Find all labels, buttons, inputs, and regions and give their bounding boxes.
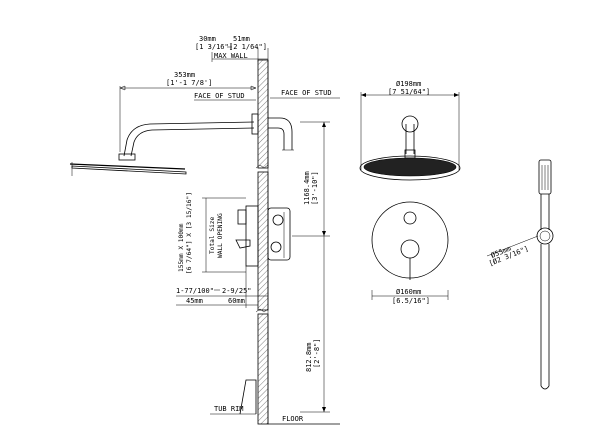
head-diameter-mm-label: Ø198mm (396, 80, 421, 88)
valve-body-side (235, 205, 291, 267)
arm-length-mm-label: 353mm (174, 71, 195, 79)
wall-opening-mm-label: 155mm X 100mm (178, 223, 185, 272)
max-wall-mm-label: 51mm (233, 35, 250, 43)
head-diameter-inch-label: [7 51/64"] (388, 88, 430, 96)
face-of-stud-right-label: FACE OF STUD (281, 89, 332, 97)
wall-opening-label: WALL OPENING (217, 213, 224, 258)
arm-length-inch-label: [1'-1 7/8'] (166, 79, 212, 87)
tub-and-floor: TUB RIM FLOOR (210, 379, 340, 425)
plate-diameter-inch-label: [6.5/16"] (392, 297, 430, 305)
valve-height-inch-label: [2'-8"] (313, 338, 321, 368)
hand-shower-front: Ø55mm [Ø2 3/16"] (486, 159, 554, 390)
max-wall-inch-label: [2 1/64"] (229, 43, 267, 51)
valve-height-mm-label: 812.8mm (305, 342, 313, 372)
arm-height-inch-label: [3'-10"] (311, 171, 319, 205)
floor-label: FLOOR (282, 415, 304, 423)
max-wall-label: MAX WALL (214, 52, 248, 60)
face-of-stud-left-label: FACE OF STUD (194, 92, 245, 100)
shower-head-front: Ø198mm [7 51/64"] (359, 80, 461, 181)
depth-max-mm-label: 60mm (228, 297, 245, 305)
tub-rim-label: TUB RIM (214, 405, 244, 413)
shower-arm-side (69, 121, 255, 176)
wall-opening-dimension: 155mm X 100mm [6 7/64"] X [3 15/16"] Tot… (178, 192, 246, 274)
max-wall-dimension: 30mm 51mm [1 3/16"] [2 1/64"] MAX WALL (195, 35, 269, 62)
wall-opening-inch-label: [6 7/64"] X [3 15/16"] (186, 192, 193, 274)
arm-height-dimension: 1168.4mm [3'-10"] (292, 121, 330, 237)
arm-height-mm-label: 1168.4mm (303, 171, 311, 205)
depth-min-inch-label: 1-77/100" (176, 287, 214, 295)
stud-depth-top-inch-label: [1 3/16"] (195, 43, 233, 51)
valve-depth-dimension: 1-77/100" 2-9/25" 45mm 60mm (176, 266, 268, 308)
total-size-label: Total Size (209, 216, 216, 254)
valve-height-dimension: 812.8mm [2'-8"] (300, 236, 330, 413)
stud-depth-top-label: 30mm (199, 35, 216, 43)
plate-diameter-mm-label: Ø160mm (396, 288, 421, 296)
wall-elbow (251, 113, 294, 151)
depth-min-mm-label: 45mm (186, 297, 203, 305)
depth-max-inch-label: 2-9/25" (222, 287, 252, 295)
arm-length-dimension: 353mm [1'-1 7/8'] (119, 71, 257, 152)
trim-plate-front: Ø160mm [6.5/16"] (371, 201, 449, 305)
